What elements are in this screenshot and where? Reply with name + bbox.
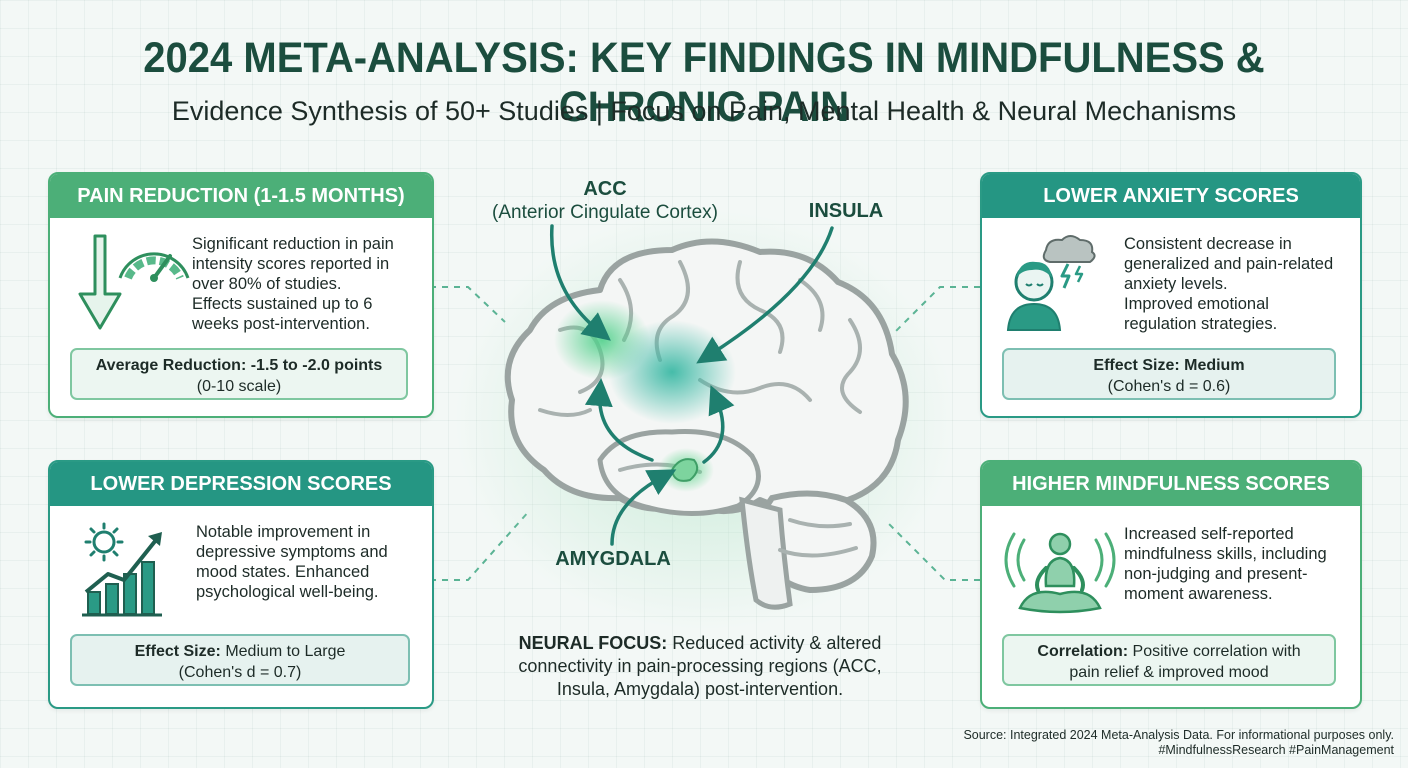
stat-rest: (Cohen's d = 0.6) — [1107, 378, 1231, 395]
card-line: Significant reduction in pain — [192, 235, 394, 253]
card-line: moment awareness. — [1124, 585, 1273, 603]
neural-focus-line: Insula, Amygdala) post-intervention. — [556, 679, 844, 699]
card-line: regulation strategies. — [1124, 315, 1278, 333]
card-line: anxiety levels. — [1124, 275, 1228, 293]
stat-rest: pain relief & improved mood — [1069, 664, 1269, 681]
neural-focus-bold: NEURAL FOCUS: — [518, 633, 668, 653]
card-description: Significant reduction in pain intensity … — [192, 234, 422, 334]
stat-box: Effect Size: Medium (Cohen's d = 0.6) — [1002, 348, 1336, 400]
stat-rest: (0-10 scale) — [196, 378, 282, 395]
stat-bold: Correlation: — [1037, 643, 1129, 660]
insula-region — [608, 320, 736, 424]
card-description: Notable improvement in depressive sympto… — [196, 522, 424, 602]
neural-focus-line: Reduced activity & altered — [672, 633, 882, 653]
card-header: PAIN REDUCTION (1-1.5 MONTHS) — [50, 174, 432, 218]
stat-bold: Effect Size: Medium — [1093, 357, 1245, 374]
card-lower-depression: LOWER DEPRESSION SCORES Notable improvem… — [48, 460, 434, 709]
acc-arrow — [549, 224, 611, 341]
neural-focus-note: NEURAL FOCUS: Reduced activity & altered… — [490, 632, 910, 701]
amygdala-to-acc-arrow — [584, 378, 654, 462]
amygdala-region — [670, 458, 699, 482]
meditating-person-icon — [1004, 532, 1116, 614]
card-line: Increased self-reported — [1124, 525, 1294, 543]
stat-bold: Average Reduction: -1.5 to -2.0 points — [95, 357, 383, 374]
connector-pain — [430, 286, 506, 323]
card-line: psychological well-being. — [196, 583, 379, 601]
card-line: non-judging and present- — [1124, 565, 1308, 583]
source-line: Source: Integrated 2024 Meta-Analysis Da… — [963, 728, 1394, 742]
card-line: generalized and pain-related — [1124, 255, 1334, 273]
card-line: mindfulness skills, including — [1124, 545, 1327, 563]
card-header: LOWER ANXIETY SCORES — [982, 174, 1360, 218]
card-line: Consistent decrease in — [1124, 235, 1292, 253]
amygdala-arrow — [610, 469, 677, 546]
card-description: Consistent decrease in generalized and p… — [1124, 234, 1352, 334]
acc-sublabel: (Anterior Cingulate Cortex) — [492, 202, 718, 223]
page-subtitle: Evidence Synthesis of 50+ Studies | Focu… — [171, 96, 1237, 126]
brain-stem — [739, 496, 793, 610]
stat-rest: (Cohen's d = 0.7) — [178, 664, 302, 681]
connector-anxiety — [894, 286, 980, 333]
source-note: Source: Integrated 2024 Meta-Analysis Da… — [963, 728, 1394, 758]
page-title: 2024 META-ANALYSIS: KEY FINDINGS IN MIND… — [143, 34, 1265, 131]
card-line: Improved emotional — [1124, 295, 1269, 313]
card-header: LOWER DEPRESSION SCORES — [50, 462, 432, 506]
stat-box: Effect Size: Medium to Large (Cohen's d … — [70, 634, 410, 686]
acc-label: ACC — [583, 178, 627, 200]
sun-rising-chart-icon — [82, 522, 162, 617]
card-line: Effects sustained up to 6 — [192, 295, 373, 313]
stat-inline: Medium to Large — [225, 643, 346, 660]
insula-arrow — [696, 226, 834, 364]
card-line: over 80% of studies. — [192, 275, 342, 293]
amygdala-to-insula-arrow — [702, 385, 735, 464]
insula-label: INSULA — [808, 200, 884, 222]
card-line: mood states. Enhanced — [196, 563, 370, 581]
card-lower-anxiety: LOWER ANXIETY SCORES Consistent decrease… — [980, 172, 1362, 418]
stat-bold: Effect Size: — [134, 643, 221, 660]
card-line: weeks post-intervention. — [192, 315, 370, 333]
stat-box: Average Reduction: -1.5 to -2.0 points (… — [70, 348, 408, 400]
person-storm-cloud-icon — [1006, 235, 1096, 331]
down-arrow-gauge-icon — [78, 234, 190, 330]
hashtags: #MindfulnessResearch #PainManagement — [1158, 743, 1394, 757]
card-line: depressive symptoms and — [196, 543, 388, 561]
card-line: intensity scores reported in — [192, 255, 390, 273]
card-higher-mindfulness: HIGHER MINDFULNESS SCORES Increased self… — [980, 460, 1362, 709]
neural-focus-line: connectivity in pain-processing regions … — [518, 656, 882, 676]
amygdala-label: AMYGDALA — [555, 548, 671, 570]
card-pain-reduction: PAIN REDUCTION (1-1.5 MONTHS) Significan… — [48, 172, 434, 418]
card-header: HIGHER MINDFULNESS SCORES — [982, 462, 1360, 506]
card-line: Notable improvement in — [196, 523, 371, 541]
card-description: Increased self-reported mindfulness skil… — [1124, 524, 1352, 604]
stat-box: Correlation: Positive correlation with p… — [1002, 634, 1336, 686]
stat-inline: Positive correlation with — [1132, 643, 1301, 660]
